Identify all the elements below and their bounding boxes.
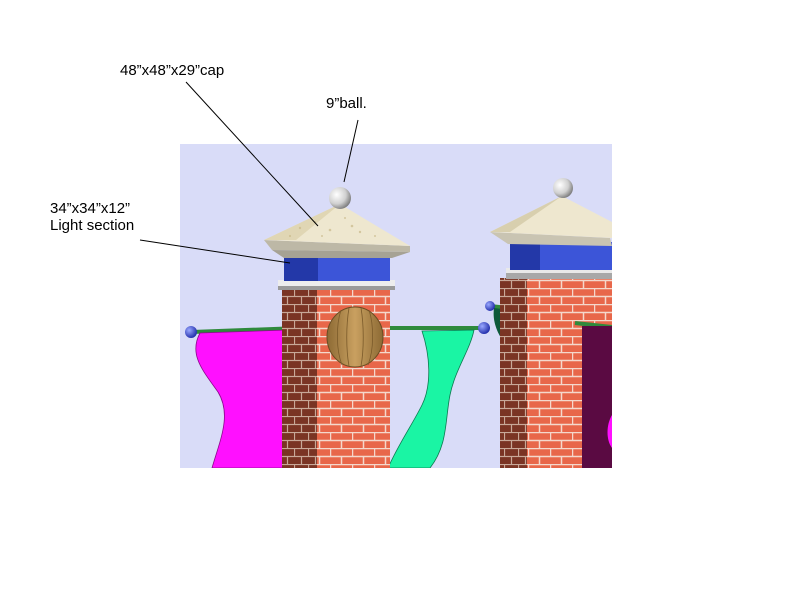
leader-line-light: [139, 239, 291, 264]
leader-line-cap: [185, 81, 319, 227]
cap-dimension-label: 48”x48”x29”cap: [120, 62, 225, 79]
pillar-shadow-side: [282, 286, 318, 468]
banner-plum: [582, 326, 612, 468]
pillar-main: [264, 187, 410, 468]
pole-knob-left: [185, 326, 197, 338]
ball-right: [553, 178, 573, 198]
ball-dimension-label: 9”ball.: [326, 95, 367, 112]
pillar-right: [485, 178, 612, 468]
cap-right: [490, 196, 612, 238]
light-section-name-label: Light section: [50, 217, 135, 234]
leader-line-ball: [343, 119, 359, 183]
pole-knob-far: [485, 301, 495, 311]
banner-mint: [387, 329, 475, 468]
medallion: [326, 306, 384, 368]
light-section-dimension-label: 34”x34”x12”: [50, 200, 131, 217]
pole-knob-right: [478, 322, 490, 334]
banner-magenta: [195, 329, 289, 468]
ball: [329, 187, 351, 209]
